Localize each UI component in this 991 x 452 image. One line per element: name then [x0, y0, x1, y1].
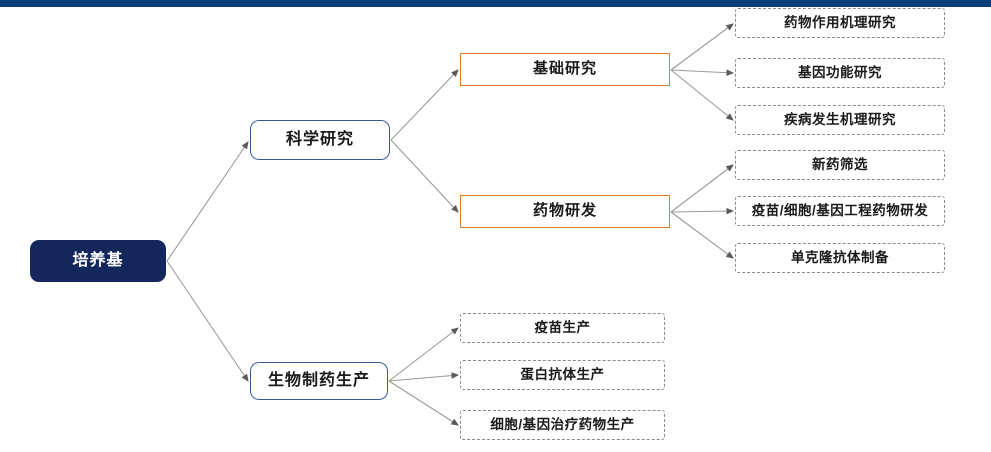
connector-mid-basic-research-to-leaf-disease-mechanism [670, 69, 734, 121]
connector-mid-drug-rnd-to-leaf-monoclonal-antibody [670, 211, 734, 259]
connector-branch-biopharma-to-leaf-vaccine-production [388, 327, 459, 382]
node-drug-mechanism-research[interactable]: 药物作用机理研究 [735, 8, 945, 38]
node-monoclonal-antibody-preparation[interactable]: 单克隆抗体制备 [735, 243, 945, 273]
node-protein-antibody-production[interactable]: 蛋白抗体生产 [460, 360, 665, 390]
connector-root-to-branch-biopharma [166, 260, 249, 382]
connector-mid-drug-rnd-to-leaf-vaccine-cell-gene-eng [670, 207, 735, 215]
node-vaccine-production[interactable]: 疫苗生产 [460, 313, 665, 343]
connector-mid-drug-rnd-to-leaf-new-drug-screening [670, 164, 734, 213]
node-root[interactable]: 培养基 [30, 240, 166, 282]
node-branch-biopharma-production[interactable]: 生物制药生产 [250, 362, 388, 400]
connector-branch-biopharma-to-leaf-cell-gene-therapy-production [388, 380, 459, 426]
node-new-drug-screening[interactable]: 新药筛选 [735, 150, 945, 180]
node-cell-gene-therapy-drug-production[interactable]: 细胞/基因治疗药物生产 [460, 410, 665, 440]
node-drug-rnd[interactable]: 药物研发 [460, 195, 670, 228]
connector-root-to-branch-science [166, 141, 249, 262]
node-disease-mechanism-research[interactable]: 疾病发生机理研究 [735, 105, 945, 135]
node-vaccine-cell-gene-engineering-drug-rnd[interactable]: 疫苗/细胞/基因工程药物研发 [735, 196, 945, 226]
connector-branch-science-to-mid-basic-research [390, 69, 459, 141]
connector-branch-science-to-mid-drug-rnd [390, 139, 459, 213]
connector-mid-basic-research-to-leaf-drug-mechanism [670, 23, 734, 71]
node-basic-research[interactable]: 基础研究 [460, 53, 670, 86]
connector-mid-basic-research-to-leaf-gene-function [670, 69, 735, 76]
slide-top-accent-bar [0, 0, 991, 7]
node-gene-function-research[interactable]: 基因功能研究 [735, 58, 945, 88]
connector-branch-biopharma-to-leaf-protein-antibody-production [388, 372, 460, 382]
node-branch-science[interactable]: 科学研究 [250, 120, 390, 160]
